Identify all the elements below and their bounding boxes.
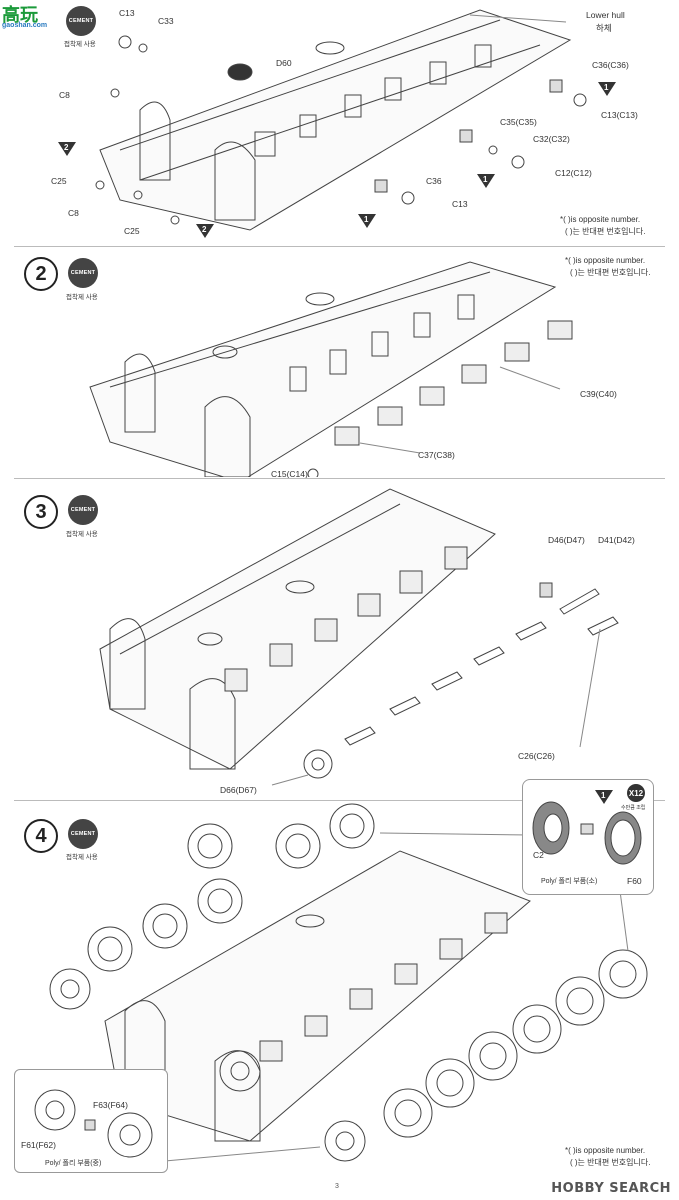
cement-note: 접착제 사용 — [66, 531, 98, 538]
label-d41-d42: D41(D42) — [598, 535, 635, 545]
road-wheel-exploded-drawing — [532, 801, 642, 865]
label-c2: C2 — [533, 850, 544, 860]
label-c32-c32: C32(C32) — [533, 134, 570, 144]
label-c13-c13: C13(C13) — [601, 110, 638, 120]
cement-note: 접착제 사용 — [66, 294, 98, 301]
label-d46-d47: D46(D47) — [548, 535, 585, 545]
opposite-note-en: *( )is opposite number. — [565, 256, 646, 265]
step-1-panel: CEMENT 접착제 사용 C13 — [0, 0, 679, 245]
label-lower-hull: Lower hull — [586, 10, 625, 20]
opposite-note-kr: ( )는 반대편 번호입니다. — [570, 268, 651, 277]
marker-1-triangle: 1 — [358, 214, 376, 228]
opposite-note-kr: ( )는 반대편 번호입니다. — [565, 227, 646, 236]
label-poly-medium: Poly/ 폴리 부품(중) — [45, 1160, 102, 1167]
divider — [14, 246, 665, 247]
marker-1-triangle: 1 — [595, 790, 613, 804]
marker-1-triangle: 1 — [477, 174, 495, 188]
step-3-hull-drawing — [99, 488, 619, 786]
cement-icon: CEMENT — [68, 495, 98, 525]
opposite-note-en: *( )is opposite number. — [565, 1146, 646, 1155]
label-c26-c26: C26(C26) — [518, 751, 555, 761]
cement-icon: CEMENT — [68, 258, 98, 288]
detail-inset-road-wheel: C2 Poly/ 폴리 부품(소) F60 X12 수만큼 조립 1 — [522, 779, 654, 895]
watermark-logo: 高玩 gaoshan.com — [0, 0, 70, 34]
quantity-x12-badge: X12 — [627, 784, 645, 802]
cement-note: 접착제 사용 — [66, 854, 98, 861]
label-f60: F60 — [627, 876, 642, 886]
sprocket-exploded-drawing — [34, 1089, 153, 1158]
logo-subtitle: gaoshan.com — [2, 22, 48, 29]
page-number: 3 — [335, 1183, 339, 1190]
divider — [14, 478, 665, 479]
step-1-hull-drawing — [95, 9, 587, 231]
cement-icon: CEMENT — [68, 819, 98, 849]
label-f63-f64: F63(F64) — [93, 1100, 128, 1110]
label-poly-small: Poly/ 폴리 부품(소) — [541, 878, 598, 885]
label-c25-a: C25 — [51, 176, 67, 186]
detail-inset-sprocket: F63(F64) F61(F62) Poly/ 폴리 부품(중) — [14, 1069, 168, 1173]
label-c25-b: C25 — [124, 226, 140, 236]
label-lower-hull-kr: 하체 — [596, 23, 612, 33]
marker-1-triangle: 1 — [598, 82, 616, 96]
label-c13: C13 — [452, 199, 468, 209]
hobby-search-watermark: HOBBY SEARCH — [551, 1181, 671, 1196]
step-4-panel: 4 CEMENT 접착제 사용 — [0, 779, 679, 1173]
label-c35-c35: C35(C35) — [500, 117, 537, 127]
label-c36: C36 — [426, 176, 442, 186]
label-f61-f62: F61(F62) — [21, 1140, 56, 1150]
step-4-hull-drawing — [49, 803, 648, 1162]
label-c15-c14: C15(C14) — [271, 469, 308, 479]
label-c39-c40: C39(C40) — [580, 389, 617, 399]
opposite-note-kr: ( )는 반대편 번호입니다. — [570, 1158, 651, 1167]
label-c37-c38: C37(C38) — [418, 450, 455, 460]
label-d60: D60 — [276, 58, 292, 68]
divider — [14, 800, 665, 801]
cement-note: 접착제 사용 — [64, 41, 96, 48]
label-c8-b: C8 — [68, 208, 79, 218]
marker-2-triangle: 2 — [58, 142, 76, 156]
step-3-panel: 3 CEMENT 접착제 사용 — [0, 479, 679, 799]
label-c13-top: C13 — [119, 8, 135, 18]
step-2-hull-drawing — [89, 261, 573, 477]
label-d66-d67: D66(D67) — [220, 785, 257, 795]
label-x12-sub: 수만큼 조립 — [621, 805, 646, 811]
logo-text: 高玩 — [2, 5, 38, 26]
label-c12-c12: C12(C12) — [555, 168, 592, 178]
step-number: 4 — [24, 819, 58, 853]
marker-2-triangle: 2 — [196, 224, 214, 238]
label-c8-a: C8 — [59, 90, 70, 100]
opposite-note-en: *( )is opposite number. — [560, 215, 641, 224]
step-number: 3 — [24, 495, 58, 529]
label-c36-c36: C36(C36) — [592, 60, 629, 70]
cement-icon: CEMENT — [66, 6, 96, 36]
label-c33: C33 — [158, 16, 174, 26]
step-number: 2 — [24, 257, 58, 291]
step-2-panel: 2 CEMENT 접착제 사용 — [0, 247, 679, 479]
